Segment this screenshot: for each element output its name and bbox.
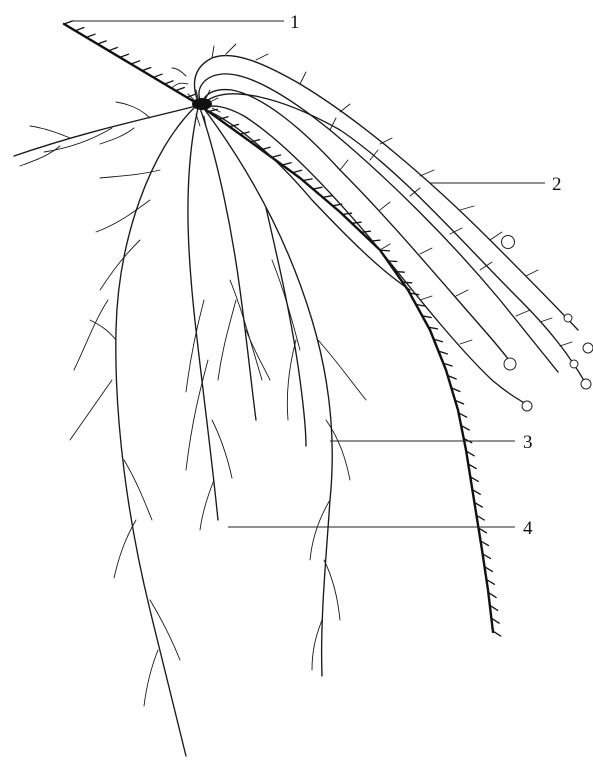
root-center — [200, 108, 256, 420]
root-tip — [504, 358, 516, 370]
slope-hatch — [109, 48, 118, 51]
callout-label-2: 2 — [552, 174, 562, 195]
root-tip — [564, 314, 572, 322]
root-surface-2 — [199, 74, 558, 372]
root-tip — [581, 379, 591, 389]
root-left-lateral — [14, 106, 196, 156]
callout-labels: 1 2 3 4 — [290, 12, 562, 539]
root-center-right — [202, 106, 332, 676]
slope-hatch — [131, 61, 140, 64]
root-surface-4 — [204, 106, 526, 404]
root-tip — [522, 401, 532, 411]
slope-hatch — [343, 213, 352, 214]
slope-hatch — [165, 81, 174, 84]
slope-hatch — [282, 163, 291, 165]
slope-hatch — [323, 196, 332, 198]
slope-hatch — [176, 88, 185, 91]
root-tip — [583, 343, 593, 353]
slope-hatch — [361, 231, 370, 232]
slope-hatch — [272, 155, 281, 157]
root-left-mid — [188, 108, 218, 520]
slope-surface — [64, 21, 501, 636]
slope-hatch — [75, 28, 84, 31]
slope-hatch — [86, 34, 95, 37]
slope-hatch — [313, 187, 322, 189]
callout-leaders — [72, 21, 545, 527]
slope-hatch — [153, 74, 162, 77]
slope-hatch — [64, 21, 73, 24]
slope-hatch — [98, 41, 107, 44]
callout-label-4: 4 — [523, 518, 533, 539]
slope-line — [64, 24, 493, 632]
slope-hatch — [142, 68, 151, 71]
root-center-short — [266, 208, 306, 446]
slope-hatch-marks — [64, 21, 501, 636]
root-tip — [502, 236, 515, 249]
slope-hatch — [293, 170, 302, 172]
slope-hatch — [303, 179, 312, 181]
surface-roots — [172, 44, 593, 411]
callout-label-1: 1 — [290, 12, 300, 33]
slope-hatch — [493, 631, 501, 636]
anchor-roots — [14, 102, 366, 756]
callout-label-3: 3 — [523, 432, 533, 453]
root-tip — [570, 360, 578, 368]
slope-hatch — [120, 54, 129, 57]
root-far-left — [116, 106, 196, 756]
root-surface-6 — [208, 94, 586, 384]
